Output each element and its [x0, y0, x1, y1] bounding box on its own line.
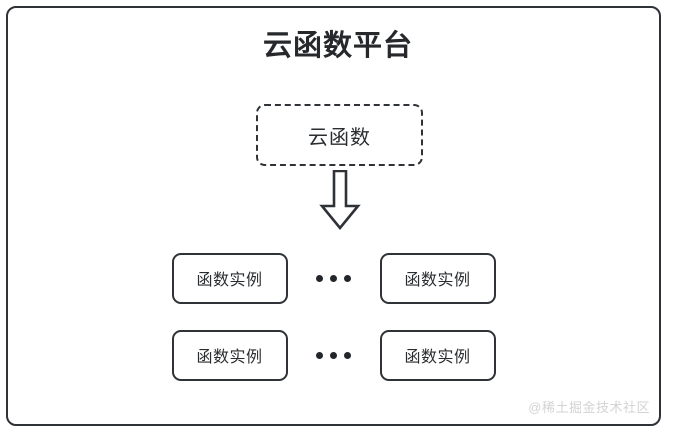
function-instance-label: 函数实例	[196, 272, 263, 289]
function-instance-box: 函数实例	[379, 252, 496, 304]
instance-row-2: 函数实例 函数实例	[6, 329, 661, 381]
ellipsis-dot	[316, 274, 323, 282]
down-arrow-icon	[317, 169, 363, 231]
ellipsis-icon	[288, 351, 380, 359]
function-instance-label: 函数实例	[404, 272, 471, 289]
ellipsis-dot	[344, 351, 351, 359]
page-title: 云函数平台	[262, 30, 413, 62]
ellipsis-icon	[288, 274, 380, 282]
function-instance-label: 函数实例	[196, 349, 263, 366]
function-instance-label: 函数实例	[404, 349, 471, 366]
ellipsis-dot	[330, 274, 337, 282]
function-instance-box: 函数实例	[379, 329, 496, 381]
watermark: @稀土掘金技术社区	[528, 400, 650, 415]
instance-row-1: 函数实例 函数实例	[6, 252, 661, 304]
function-instance-box: 函数实例	[171, 252, 288, 304]
ellipsis-dot	[316, 351, 323, 359]
cloud-function-label: 云函数	[308, 126, 371, 149]
ellipsis-dot	[330, 351, 337, 359]
cloud-function-node: 云函数	[256, 104, 423, 166]
function-instance-box: 函数实例	[171, 329, 288, 381]
ellipsis-dot	[344, 274, 351, 282]
